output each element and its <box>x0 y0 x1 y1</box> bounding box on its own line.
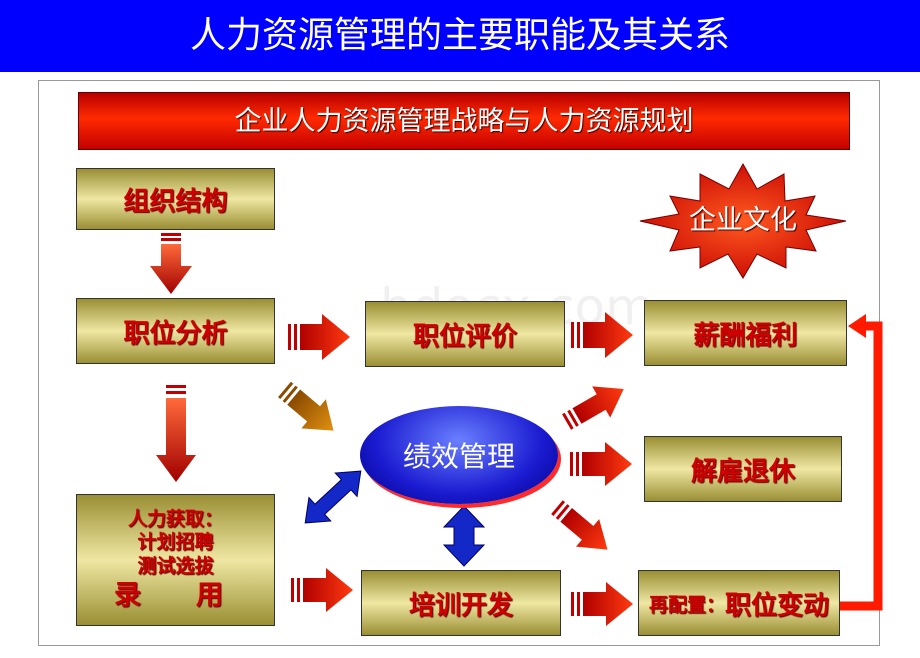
org-structure-box: 组织结构 <box>76 168 275 230</box>
job-evaluation-box: 职位评价 <box>365 301 565 367</box>
arrow-performance-to-dismissal <box>570 442 632 486</box>
job-analysis-box: 职位分析 <box>76 298 275 364</box>
arrow-performance-to-reallocation <box>551 500 608 550</box>
arrow-performance-to-compensation <box>562 386 624 430</box>
reallocation-main: 职位变动 <box>725 590 830 621</box>
arrow-acquisition-to-training <box>291 568 353 612</box>
compensation-box: 薪酬福利 <box>644 300 847 366</box>
acquisition-line3: 测试选拔 <box>137 555 214 577</box>
header-bar: 人力资源管理的主要职能及其关系 <box>0 0 920 72</box>
arrow-analysis-to-evaluation <box>288 314 350 360</box>
training-box: 培训开发 <box>361 570 561 636</box>
arrow-analysis-to-performance <box>278 381 334 431</box>
reallocation-prefix: 再配置： <box>648 593 725 616</box>
acquisition-line2: 计划招聘 <box>137 531 214 554</box>
strategy-banner: 企业人力资源管理战略与人力资源规划 <box>78 92 850 150</box>
feedback-loop-arrow <box>840 314 883 611</box>
dismissal-box: 解雇退休 <box>644 436 842 502</box>
acquisition-box: 人力获取： 计划招聘 测试选拔 录 用 <box>76 494 275 626</box>
arrow-training-to-reallocation <box>571 582 633 626</box>
culture-label: 企业文化 <box>689 205 797 236</box>
arrow-analysis-to-acquisition <box>156 385 196 482</box>
reallocation-box: 再配置：职位变动 <box>638 570 840 636</box>
arrow-evaluation-to-compensation <box>571 312 633 358</box>
acquisition-line1: 人力获取： <box>127 507 223 530</box>
arrow-org-to-analysis <box>150 233 192 294</box>
culture-starburst <box>639 162 847 279</box>
arrow-performance-training-bidirectional <box>442 505 486 567</box>
page-title: 人力资源管理的主要职能及其关系 <box>189 15 730 56</box>
performance-ellipse: 绩效管理 <box>360 406 558 504</box>
acquisition-line4: 录 用 <box>114 579 237 611</box>
arrow-acquisition-performance-bidirectional <box>304 470 362 524</box>
